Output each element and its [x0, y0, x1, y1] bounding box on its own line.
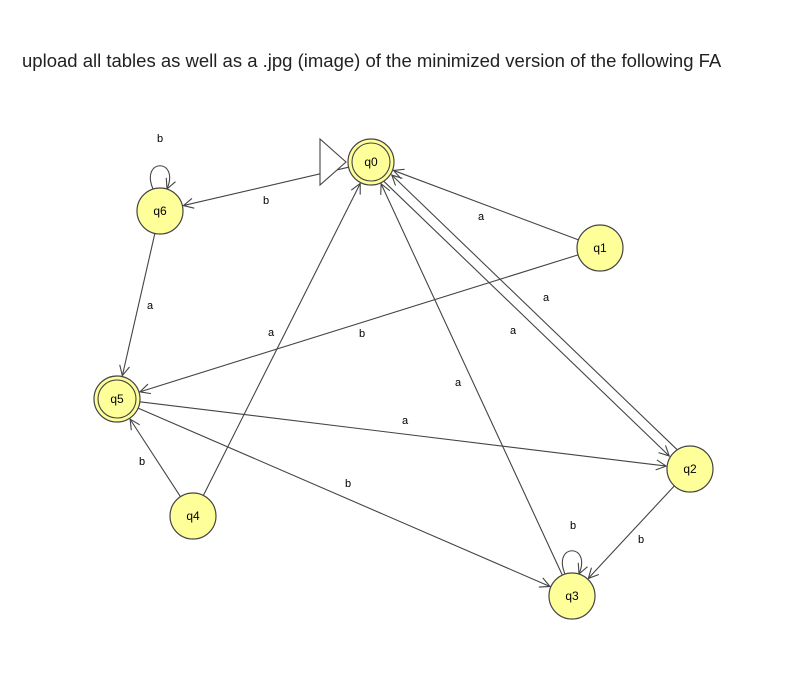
transition-arrow — [139, 401, 666, 466]
transition-arrow — [122, 233, 156, 375]
transition-q3-q3: b — [561, 520, 581, 574]
state-q2[interactable]: q2 — [666, 445, 714, 493]
transition-label: b — [638, 534, 644, 546]
transition-arrow — [140, 254, 579, 392]
state-label: q4 — [186, 509, 200, 523]
transition-q0-q2: a — [383, 181, 669, 456]
accepting-ring — [351, 142, 391, 182]
state-q3[interactable]: q3 — [548, 572, 596, 620]
transition-arrow — [393, 170, 579, 241]
transition-q4-q0: a — [202, 183, 360, 496]
transition-label: b — [139, 456, 145, 468]
state-q5[interactable]: q5 — [93, 375, 141, 423]
transition-arrow — [130, 419, 181, 498]
start-state-triangle — [319, 137, 347, 187]
transition-arrow — [149, 165, 169, 189]
state-label: q2 — [683, 462, 697, 476]
transition-q4-q5: b — [130, 419, 181, 498]
transition-arrow — [202, 183, 360, 496]
transition-q6-q5: a — [122, 233, 156, 375]
accepting-ring — [97, 379, 137, 419]
state-q1[interactable]: q1 — [576, 224, 624, 272]
transition-arrow — [381, 184, 563, 576]
state-label: q0 — [364, 155, 378, 169]
state-circle — [136, 187, 184, 235]
state-circle — [169, 492, 217, 540]
transition-label: b — [157, 133, 163, 145]
transition-q2-q3: b — [588, 485, 675, 579]
transition-label: a — [268, 327, 275, 339]
question-text: upload all tables as well as a .jpg (ima… — [22, 50, 722, 71]
transition-arrow — [588, 485, 675, 579]
transition-arrow — [561, 550, 581, 574]
transition-q2-q0: a — [392, 175, 678, 450]
transition-label: b — [570, 520, 576, 532]
state-label: q3 — [565, 589, 579, 603]
state-circle — [347, 138, 395, 186]
transition-arrow — [392, 175, 678, 450]
transition-label: a — [402, 415, 409, 427]
state-circle — [666, 445, 714, 493]
state-label: q1 — [593, 241, 607, 255]
transition-arrow — [137, 407, 550, 586]
transition-q5-q2: a — [139, 401, 666, 466]
state-q6[interactable]: q6 — [136, 187, 184, 235]
transition-arrow — [383, 181, 669, 456]
transition-q5-q3: b — [137, 407, 550, 586]
transition-label: b — [263, 195, 269, 207]
transition-label: b — [359, 328, 365, 340]
state-circle — [548, 572, 596, 620]
transition-q6-q6: b — [149, 133, 169, 189]
transition-label: a — [147, 300, 154, 312]
transition-label: a — [455, 377, 462, 389]
transition-q1-q0: a — [393, 170, 579, 241]
transition-q1-q5: b — [140, 254, 579, 392]
state-q0[interactable]: q0 — [347, 138, 395, 186]
state-label: q6 — [153, 204, 167, 218]
transition-label: a — [543, 292, 550, 304]
state-circle — [576, 224, 624, 272]
transition-q3-q0: a — [381, 184, 563, 576]
state-circle — [93, 375, 141, 423]
transition-label: a — [478, 211, 485, 223]
transition-label: a — [510, 325, 517, 337]
transition-label: b — [345, 478, 351, 490]
state-label: q5 — [110, 392, 124, 406]
state-q4[interactable]: q4 — [169, 492, 217, 540]
